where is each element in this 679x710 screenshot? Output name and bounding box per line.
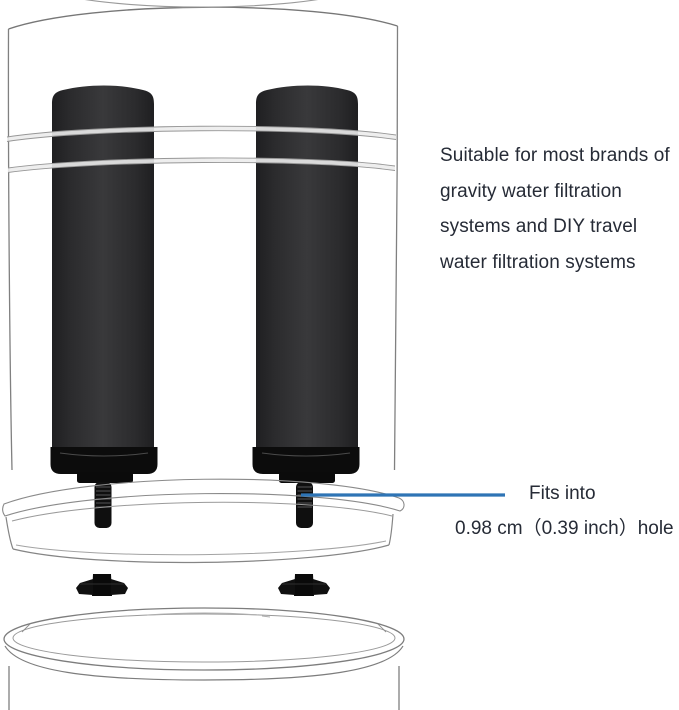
chamber-band-lower — [7, 157, 396, 173]
lower-chamber — [3, 607, 405, 710]
threaded-stem-left — [94, 482, 112, 528]
upper-chamber — [7, 0, 399, 471]
wing-nut-left — [76, 574, 128, 596]
upper-chamber-base-rim — [2, 478, 405, 564]
suitability-note-line: Suitable for most brands of — [440, 145, 670, 166]
wing-nut-right — [278, 574, 330, 596]
lid-reflection — [146, 612, 271, 618]
suitability-note-line: gravity water filtration — [440, 180, 622, 202]
chamber-band-upper — [6, 125, 397, 142]
filter-cartridge-left — [50, 85, 158, 528]
filter-cartridge-right — [252, 85, 360, 528]
suitability-note-line: water filtration systems — [440, 251, 636, 273]
fit-callout-label: Fits into — [529, 483, 596, 504]
suitability-note: Suitable for most brands of gravity wate… — [440, 138, 679, 280]
suitability-note-line: systems and DIY travel — [440, 216, 638, 237]
fit-dimension-label: 0.98 cm（0.39 inch）hole — [455, 518, 674, 539]
